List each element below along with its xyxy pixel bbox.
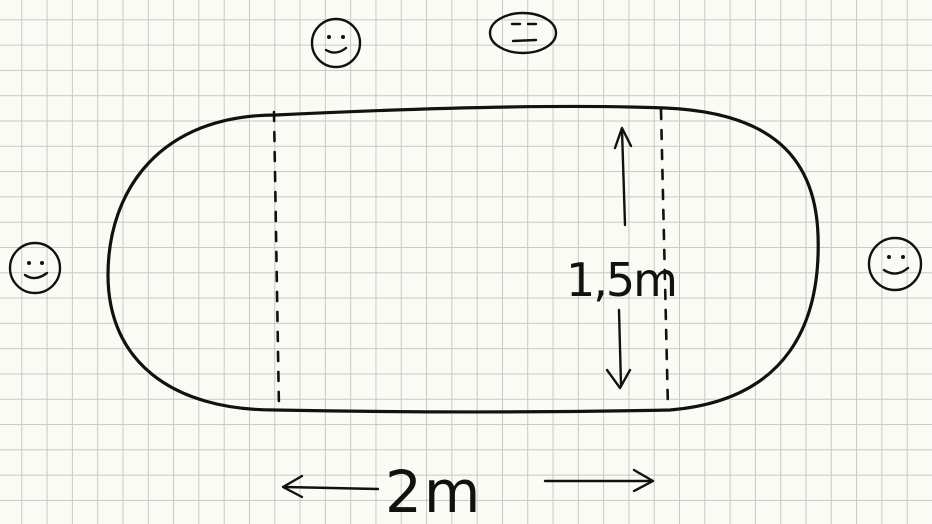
smiley-face-icon (867, 236, 923, 292)
right-divider-line (659, 108, 670, 412)
width-label: 2m (385, 458, 482, 524)
table-outline (106, 104, 820, 414)
height-label: 1,5m (566, 253, 676, 307)
width-arrow (281, 468, 655, 499)
left-divider-line (272, 110, 281, 412)
smiley-face-icon (8, 241, 62, 295)
smiley-face-icon (310, 17, 362, 69)
neutral-face-icon (488, 11, 558, 55)
height-arrow (605, 126, 633, 390)
